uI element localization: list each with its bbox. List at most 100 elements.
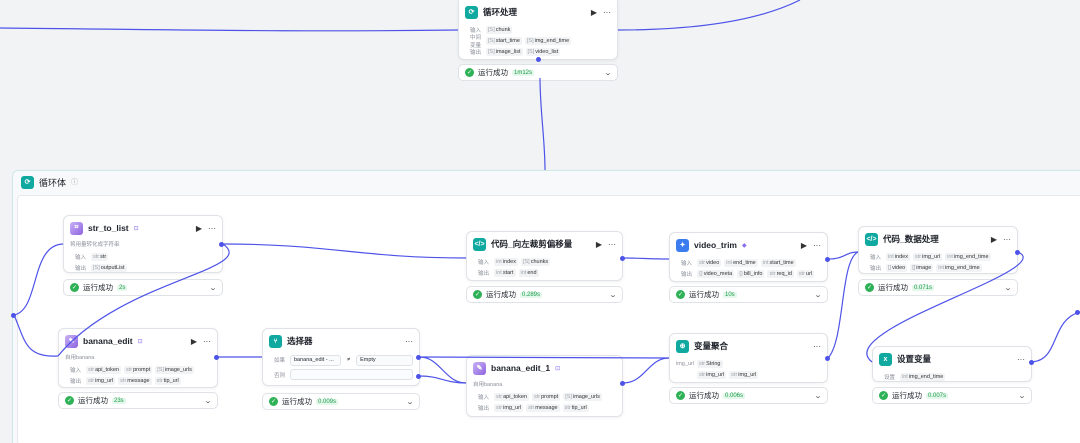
condition-right[interactable]: Empty — [356, 354, 413, 366]
variable-name: img_end_time — [534, 37, 570, 44]
more-icon[interactable]: ··· — [203, 336, 211, 346]
run-icon[interactable]: ▶ — [595, 239, 602, 249]
merge-icon: ⊕ — [676, 339, 689, 353]
set-var-status[interactable]: ✓ 运行成功 0.007s ⌄ — [872, 387, 1032, 404]
status-text: 运行成功 — [83, 283, 113, 292]
chevron-down-icon[interactable]: ⌄ — [405, 398, 415, 406]
chevron-down-icon[interactable]: ⌄ — [603, 69, 613, 77]
port-dot[interactable] — [11, 313, 16, 318]
more-icon[interactable]: ··· — [1003, 234, 1011, 244]
more-icon[interactable]: ··· — [813, 341, 821, 351]
io-variable-tag: intend_time — [724, 258, 758, 267]
more-icon[interactable]: ··· — [608, 239, 616, 249]
run-icon[interactable]: ▶ — [190, 336, 197, 346]
var-merge-status[interactable]: ✓ 运行成功 0.006s ⌄ — [669, 387, 828, 404]
port-dot[interactable] — [1075, 310, 1080, 315]
video-trim-status[interactable]: ✓ 运行成功 10s ⌄ — [669, 286, 828, 303]
banana-edit-status[interactable]: ✓ 运行成功 23s ⌄ — [58, 392, 218, 409]
node-desc: 自用banana — [65, 355, 95, 361]
variable-name: img_url — [95, 377, 114, 384]
str-to-list-status[interactable]: ✓ 运行成功 2s ⌄ — [63, 279, 223, 296]
more-icon[interactable]: ··· — [1017, 354, 1025, 364]
type-icon: int — [938, 264, 945, 271]
more-icon[interactable]: ··· — [208, 223, 216, 233]
type-icon: str — [125, 366, 133, 373]
port-dot[interactable] — [825, 257, 830, 262]
io-variable-tag: strString — [697, 359, 723, 368]
port-dot[interactable] — [1015, 250, 1020, 255]
variable-name: start — [502, 269, 514, 276]
more-icon[interactable]: ··· — [603, 7, 611, 17]
success-icon: ✓ — [676, 391, 685, 400]
node-selector[interactable]: ⑂ 选择器 ··· 如果 banana_edit - ... ≠ Empty 否… — [262, 328, 420, 386]
condition-left[interactable]: banana_edit - ... — [290, 354, 342, 366]
variable-name: outputList — [100, 264, 125, 271]
more-icon[interactable]: ··· — [405, 336, 413, 346]
run-icon[interactable]: ▶ — [990, 234, 997, 244]
port-dot[interactable] — [219, 242, 224, 247]
port-dot[interactable] — [214, 355, 219, 360]
more-icon[interactable]: ··· — [813, 240, 821, 250]
run-icon[interactable]: ▶ — [590, 7, 597, 17]
code-trim-status[interactable]: ✓ 运行成功 0.289s ⌄ — [466, 286, 623, 303]
port-dot[interactable] — [416, 355, 421, 360]
loop-node-header: ⟳ 循环处理 ▶ ··· — [459, 0, 617, 24]
run-icon[interactable]: ▶ — [800, 240, 807, 250]
type-icon: {} — [699, 270, 703, 277]
port-dot[interactable] — [825, 356, 830, 361]
selector-status[interactable]: ✓ 运行成功 0.009s ⌄ — [262, 393, 420, 410]
variable-name: index — [502, 258, 516, 265]
variable-name: img_url — [738, 371, 757, 378]
type-icon: [S] — [526, 37, 534, 44]
code-data-status[interactable]: ✓ 运行成功 0.071s ⌄ — [858, 279, 1018, 296]
port-dot[interactable] — [620, 381, 625, 386]
port-dot[interactable] — [416, 374, 421, 379]
chevron-down-icon[interactable]: ⌄ — [208, 284, 218, 292]
type-icon: [S] — [522, 258, 530, 265]
variable-name: video_list — [535, 48, 559, 55]
run-icon[interactable]: ▶ — [195, 223, 202, 233]
info-icon[interactable]: ⓘ — [71, 179, 79, 186]
loop-node-status[interactable]: ✓ 运行成功 1m12s ⌄ — [458, 64, 618, 81]
chevron-down-icon[interactable]: ⌄ — [813, 392, 823, 400]
port-dot[interactable] — [620, 256, 625, 261]
chevron-down-icon[interactable]: ⌄ — [813, 291, 823, 299]
io-label: 输入 — [477, 259, 489, 266]
chevron-down-icon[interactable]: ⌄ — [608, 291, 618, 299]
variable-name: prompt — [541, 393, 559, 400]
io-variable-tag: intimg_end_time — [945, 252, 991, 261]
io-variable-tag: intimg_end_time — [936, 263, 982, 272]
else-box[interactable] — [290, 369, 413, 380]
io-label: 输入 — [477, 394, 489, 401]
port-dot[interactable] — [1029, 360, 1034, 365]
code-icon: </> — [473, 237, 486, 251]
chevron-down-icon[interactable]: ⌄ — [203, 397, 213, 405]
chevron-down-icon[interactable]: ⌄ — [1003, 284, 1013, 292]
status-time: 0.006s — [723, 392, 746, 399]
port-dot[interactable] — [536, 57, 541, 62]
variable-name: chunk — [495, 26, 511, 33]
chevron-down-icon[interactable]: ⌄ — [1017, 392, 1027, 400]
type-icon: [S] — [527, 48, 535, 55]
type-icon: [] — [888, 264, 892, 271]
variable-name: img_end_time — [953, 253, 989, 260]
loop-icon: ⟳ — [465, 5, 478, 19]
